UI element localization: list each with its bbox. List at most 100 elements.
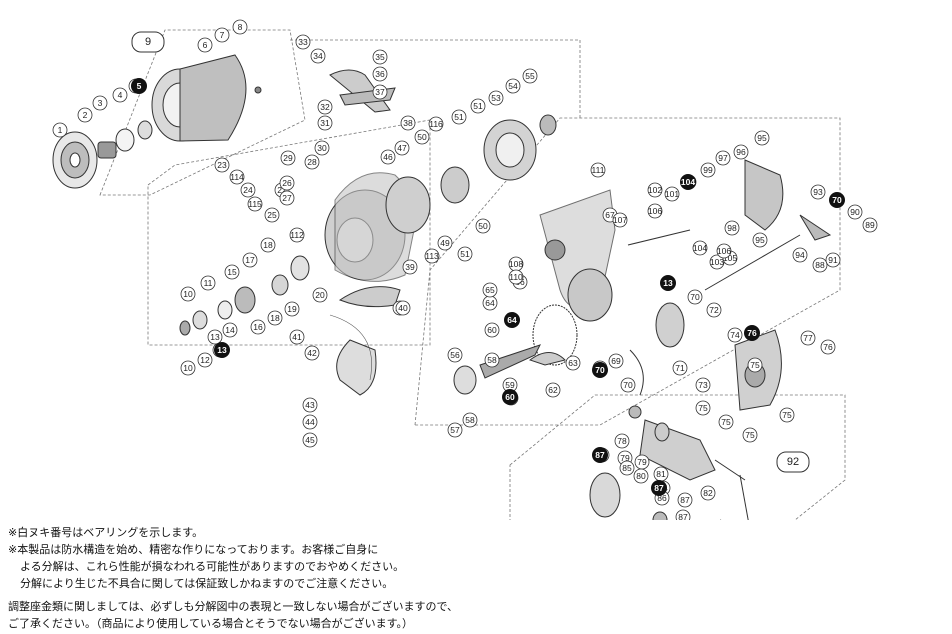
part-number-label: 94: [795, 250, 805, 260]
part-callout-circle: [317, 99, 333, 115]
part-callout-circle: [395, 300, 411, 316]
part-number-label: 58: [465, 415, 475, 425]
part-callout-circle: [402, 259, 418, 275]
part-callout-circle: [457, 246, 473, 262]
part-number-label: 79: [620, 453, 630, 463]
part-number-label: 22: [277, 185, 287, 195]
part-number-label: 29: [283, 153, 293, 163]
part-callout-circle: [380, 149, 396, 165]
part-callout-circle: [647, 182, 663, 198]
part-callout-circle: [447, 422, 463, 438]
bearing-number-label: 13: [217, 345, 227, 355]
part-number-label: 11: [204, 278, 213, 288]
part-number-label: 4: [118, 90, 123, 100]
part-number-label: 73: [698, 380, 708, 390]
part-callout-circle: [260, 237, 276, 253]
note-waterproof-2: よる分解は、これら性能が損なわれる可能性がありますのでおやめください。: [20, 560, 405, 573]
part-callout-circle: [545, 382, 561, 398]
part-callout-circle: [229, 169, 245, 185]
part-callout-circle: [820, 339, 836, 355]
part-number-label: 27: [282, 193, 292, 203]
part-callout-circle: [451, 109, 467, 125]
part-number-label: 91: [828, 255, 838, 265]
part-callout-circle: [747, 357, 763, 373]
part-callout-circle: [716, 243, 732, 259]
part-callout-circle: [692, 240, 708, 256]
part-number-label: 59: [505, 380, 515, 390]
part-callout-circle: [847, 204, 863, 220]
part-callout-circle: [214, 157, 230, 173]
part-number-label: 23: [217, 160, 227, 170]
part-callout-circle: [207, 329, 223, 345]
part-callout-circle: [200, 275, 216, 291]
part-number-label: 45: [305, 435, 315, 445]
part-callout-circle: [742, 427, 758, 443]
part-callout-circle: [295, 34, 311, 50]
part-number-label: 116: [429, 119, 443, 129]
part-number-label: 86: [657, 493, 667, 503]
part-number-label: 95: [755, 235, 765, 245]
part-number-label: 24: [243, 185, 253, 195]
group-outlines: [99, 29, 846, 520]
part-callout-circle: [224, 264, 240, 280]
part-callout-circle: [302, 432, 318, 448]
part-number-label: 79: [637, 457, 647, 467]
part-callout-circle: [484, 352, 500, 368]
bearing-callout-circle: [214, 342, 230, 358]
bearing-number-label: 87: [595, 450, 605, 460]
group-label: 92: [787, 456, 799, 468]
part-number-label: 101: [665, 189, 679, 199]
part-callout-circle: [664, 186, 680, 202]
part-callout-circle: [706, 302, 722, 318]
part-callout-circle: [672, 360, 688, 376]
part-number-label: 51: [460, 249, 470, 259]
part-number-label: 90: [850, 207, 860, 217]
part-callout-circle: [242, 252, 258, 268]
part-number-label: 111: [592, 165, 605, 175]
part-number-label: 18: [270, 313, 280, 323]
part-number-label: 75: [782, 410, 792, 420]
part-number-label: 96: [736, 147, 746, 157]
bearing-callout-circle: [592, 362, 608, 378]
part-callout-circle: [724, 220, 740, 236]
bearing-number-label: 87: [654, 483, 664, 493]
part-callout-circle: [280, 150, 296, 166]
spool-assembly: [52, 54, 262, 189]
group-label: 9: [145, 36, 151, 48]
part-number-label: 28: [307, 157, 317, 167]
part-number-label: 88: [815, 260, 825, 270]
part-callout-circle: [488, 90, 504, 106]
part-callout-circle: [695, 377, 711, 393]
bearing-number-label: 70: [595, 365, 605, 375]
part-number-label: 60: [487, 325, 497, 335]
part-number-label: 64: [485, 298, 495, 308]
part-number-label: 107: [613, 215, 627, 225]
part-callout-circle: [608, 353, 624, 369]
group-label-box: [131, 31, 165, 53]
part-number-label: 80: [636, 471, 646, 481]
part-callout-circle: [304, 154, 320, 170]
part-number-label: 42: [307, 348, 317, 358]
part-number-label: 6: [203, 40, 208, 50]
part-callout-circle: [727, 327, 743, 343]
part-callout-circle: [612, 212, 628, 228]
part-callout-circle: [647, 203, 663, 219]
part-number-label: 56: [450, 350, 460, 360]
part-number-label: 3: [98, 98, 103, 108]
part-number-label: 30: [317, 143, 327, 153]
part-number-label: 38: [403, 118, 413, 128]
note-warranty: 分解により生じた不具合に関しては保証致しかねますのでご注意ください。: [20, 577, 394, 590]
part-number-label: 39: [405, 262, 415, 272]
part-callout-circle: [372, 49, 388, 65]
part-number-label: 41: [292, 332, 302, 342]
part-number-label: 18: [263, 240, 273, 250]
bearing-callout-circle: [744, 325, 760, 341]
part-callout-circle: [279, 190, 295, 206]
part-callout-circle: [304, 345, 320, 361]
part-callout-circle: [394, 140, 410, 156]
part-number-label: 2: [83, 110, 88, 120]
part-number-label: 112: [290, 230, 304, 240]
part-number-label: 95: [757, 133, 767, 143]
exploded-parts-diagram: 1234567810101112131314151617181819202122…: [52, 19, 878, 520]
part-callout-circle: [267, 310, 283, 326]
